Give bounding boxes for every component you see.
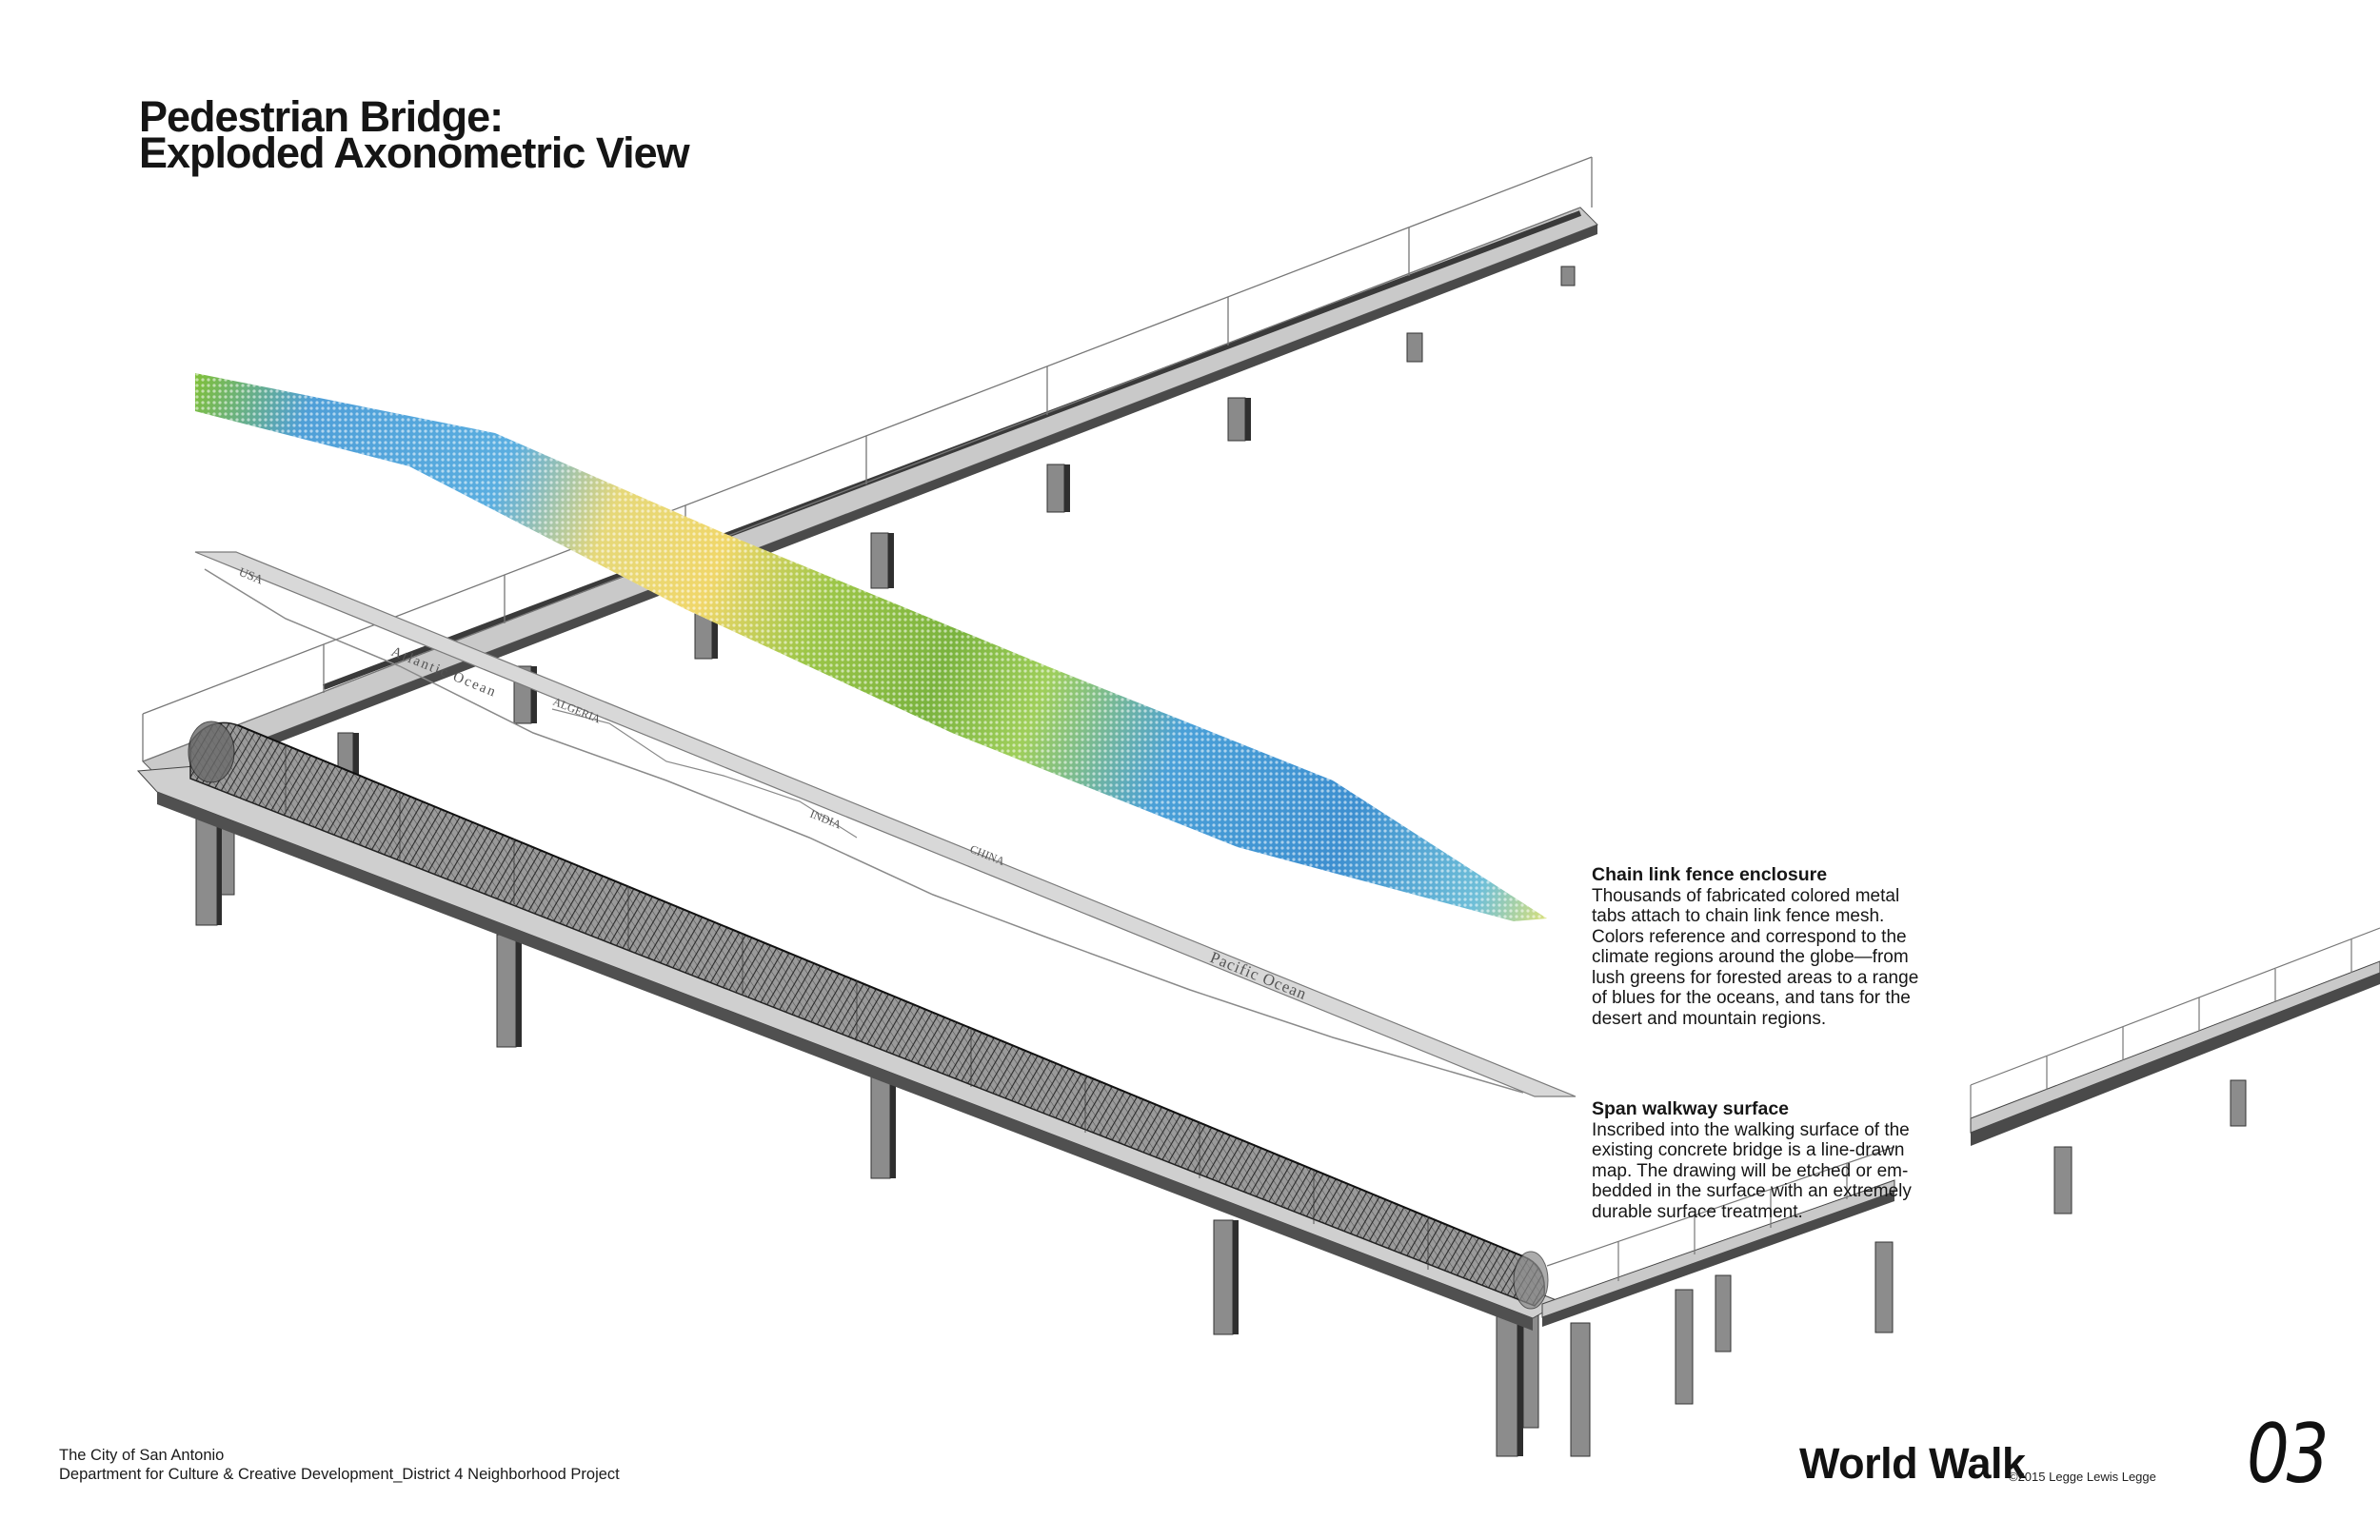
callout-line: tabs attach to chain link fence mesh. [1592,906,1885,926]
callout-line: climate regions around the globe—from [1592,947,1909,967]
callout-line: map. The drawing will be etched or em- [1592,1160,1909,1181]
board-title-line2: Exploded Axonometric View [139,128,690,177]
callout-heading: Span walkway surface [1592,1098,1790,1119]
footer-organization: The City of San Antonio Department for C… [59,1446,620,1484]
main-bridge-columns [195,810,1539,1457]
copyright-notice: ©2015 Legge Lewis Legge [2009,1470,2156,1484]
callout-line: Colors reference and correspond to the [1592,926,1907,947]
callout-chain-link-fence: Chain link fence enclosure Thousands of … [1592,864,1992,1029]
callout-span-walkway: Span walkway surface Inscribed into the … [1592,1098,1992,1222]
callout-line: existing concrete bridge is a line-drawn [1592,1140,1905,1160]
callout-line: Inscribed into the walking surface of th… [1592,1119,1910,1140]
callout-line: Thousands of fabricated colored metal [1592,885,1900,906]
callout-line: desert and mountain regions. [1592,1008,1827,1029]
callout-line: of blues for the oceans, and tans for th… [1592,988,1911,1008]
upper-walkway-layer [142,156,1598,788]
callout-line: lush greens for forested areas to a rang… [1592,967,1919,988]
callout-line: durable surface treatment. [1592,1201,1803,1222]
main-bridge [136,721,1563,1457]
callout-line: bedded in the surface with an extremely [1592,1181,1912,1201]
bridge-continuation [1541,927,2380,1457]
map-surface-strip [194,551,1577,1097]
board-title-line1: Pedestrian Bridge: [139,92,504,141]
footer-org-line2: Department for Culture & Creative Develo… [59,1466,620,1483]
callout-heading: Chain link fence enclosure [1592,864,1828,885]
map-label-pacific: Pacific Ocean [1208,948,1310,1003]
project-brand: World Walk [1799,1439,2026,1488]
board-title: Pedestrian Bridge: Exploded Axonometric … [139,92,690,177]
colored-tab-layer [195,373,1547,921]
page-number: 03 [2247,1407,2329,1502]
footer-org-line1: The City of San Antonio [59,1447,225,1464]
